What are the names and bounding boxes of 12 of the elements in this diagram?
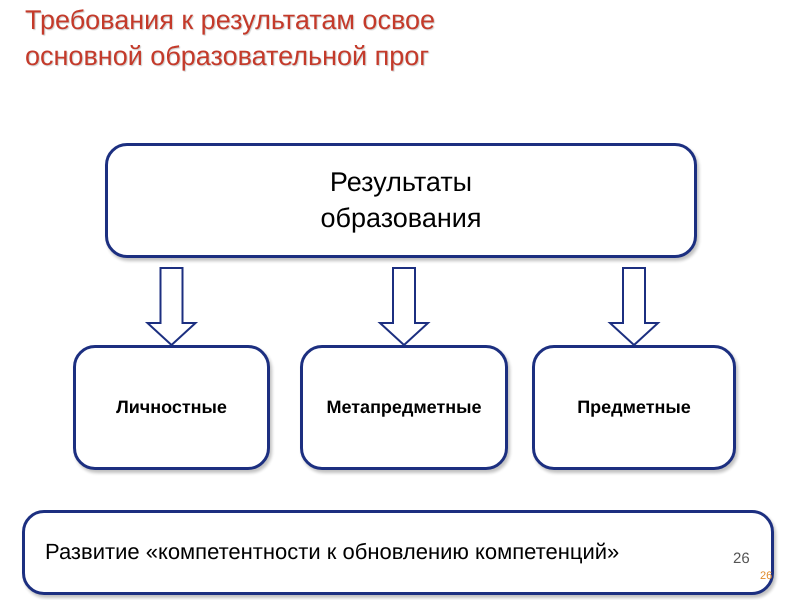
node-text: Личностные [116,396,227,419]
category-box [532,345,736,470]
page-number: 26 [733,550,750,567]
node-text: Предметные [577,396,691,419]
category-box [300,345,508,470]
results-box [105,143,697,258]
node-text: Метапредметные [326,396,482,419]
node-text: Результаты образования [320,166,482,235]
category-box [73,345,270,470]
development-box [22,510,774,595]
node-text: Развитие «компетентности к обновлению компетенций» [45,538,620,566]
slide-title: Требования к результатам освое основной образовательной прог [25,4,436,73]
